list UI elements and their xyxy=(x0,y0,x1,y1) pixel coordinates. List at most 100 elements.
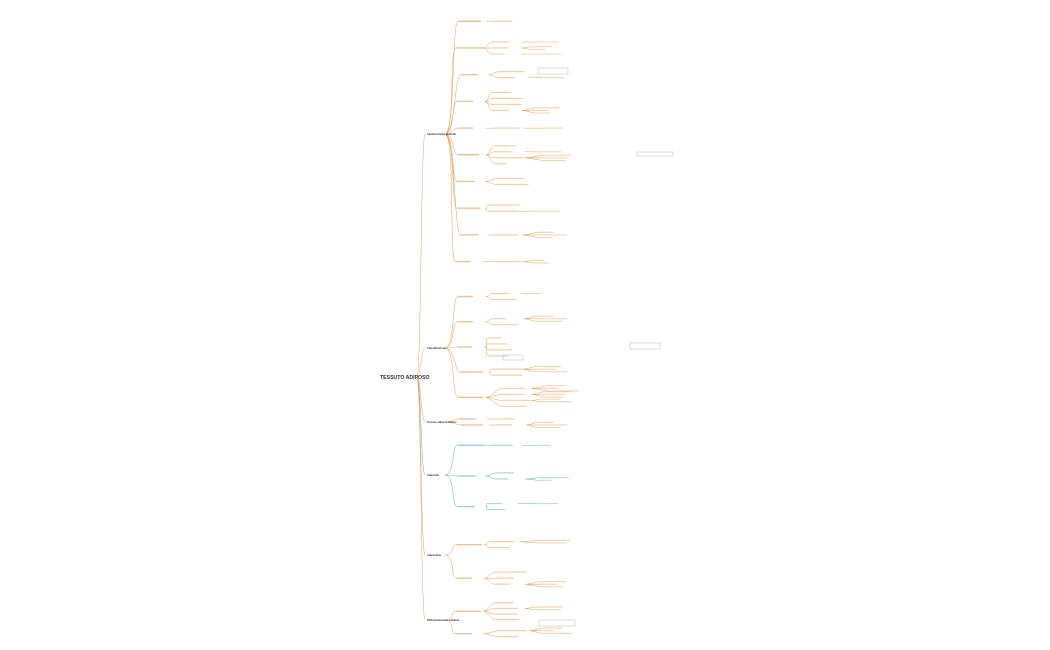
sub-node[interactable] xyxy=(536,366,562,368)
sub-node[interactable] xyxy=(457,321,474,323)
sub-node[interactable] xyxy=(540,398,561,400)
sub-node[interactable] xyxy=(489,547,511,549)
sub-node[interactable] xyxy=(547,387,559,389)
sub-node[interactable] xyxy=(457,295,473,298)
sub-node[interactable] xyxy=(493,318,506,320)
sub-node[interactable] xyxy=(487,508,506,511)
sub-node[interactable] xyxy=(457,396,484,398)
sub-node[interactable] xyxy=(493,260,522,263)
sub-node[interactable] xyxy=(495,577,515,579)
branch-differenziamento-cellulare[interactable]: Differenziamento cellulare xyxy=(427,618,460,622)
sub-node[interactable] xyxy=(492,234,519,236)
sub-node[interactable] xyxy=(488,355,508,357)
sub-node[interactable] xyxy=(536,503,558,505)
sub-node[interactable] xyxy=(535,107,560,109)
sub-node[interactable] xyxy=(499,630,527,632)
sub-node[interactable] xyxy=(543,159,567,161)
sub-node[interactable] xyxy=(457,20,481,22)
sub-node[interactable] xyxy=(540,401,573,403)
sub-node[interactable] xyxy=(496,418,516,420)
sub-node[interactable] xyxy=(460,73,478,76)
sub-node[interactable] xyxy=(457,180,475,183)
sub-node[interactable] xyxy=(494,618,520,621)
sub-node[interactable] xyxy=(539,542,567,544)
sub-node[interactable] xyxy=(531,293,542,295)
branch-tessuto-adiposo-bianco[interactable]: Tessuto adiposo bianco xyxy=(427,420,457,424)
sub-node[interactable] xyxy=(460,424,483,426)
sub-node[interactable] xyxy=(533,262,550,264)
sub-node[interactable] xyxy=(501,393,525,395)
sub-node[interactable] xyxy=(501,387,525,389)
sub-node[interactable] xyxy=(492,374,522,376)
sub-node[interactable] xyxy=(455,47,484,49)
sub-node[interactable] xyxy=(491,41,510,43)
sub-node[interactable] xyxy=(537,424,568,426)
sub-node[interactable] xyxy=(457,127,474,129)
branch-adipochine[interactable]: Adipochine xyxy=(427,553,442,557)
sub-node[interactable] xyxy=(457,346,473,348)
sub-node[interactable] xyxy=(539,539,571,541)
sub-node[interactable] xyxy=(498,77,515,79)
sub-node[interactable] xyxy=(460,234,479,236)
sub-node[interactable] xyxy=(537,421,555,423)
sub-node[interactable] xyxy=(488,337,502,339)
sub-node[interactable] xyxy=(540,586,564,588)
sub-node[interactable] xyxy=(536,368,557,370)
sub-node[interactable] xyxy=(534,151,562,153)
sub-node[interactable] xyxy=(494,145,516,147)
sub-node[interactable] xyxy=(540,583,557,585)
sub-node[interactable] xyxy=(460,371,483,373)
sub-node[interactable] xyxy=(488,210,518,212)
sub-node[interactable] xyxy=(497,177,525,180)
sub-node[interactable] xyxy=(537,315,555,317)
sub-node[interactable] xyxy=(543,157,568,159)
sub-node[interactable] xyxy=(535,112,551,114)
sub-node[interactable] xyxy=(537,427,561,429)
sub-node[interactable] xyxy=(491,47,509,49)
sub-node[interactable] xyxy=(494,607,519,609)
sub-node[interactable] xyxy=(534,606,563,608)
sub-node[interactable] xyxy=(539,479,552,481)
sub-node[interactable] xyxy=(457,505,476,508)
sub-node[interactable] xyxy=(492,91,512,93)
sub-node[interactable] xyxy=(491,53,505,55)
sub-node[interactable] xyxy=(493,127,520,129)
sub-node[interactable] xyxy=(455,632,472,635)
sub-node[interactable] xyxy=(489,541,515,543)
sub-node[interactable] xyxy=(538,236,553,239)
sub-node[interactable] xyxy=(542,627,563,629)
sub-node[interactable] xyxy=(497,183,529,186)
sub-node[interactable] xyxy=(494,602,514,604)
sub-node[interactable] xyxy=(531,46,553,48)
sub-node[interactable] xyxy=(536,371,568,373)
sub-node[interactable] xyxy=(492,103,522,105)
branch-classificazione[interactable]: Classificazione xyxy=(427,346,446,350)
sub-node[interactable] xyxy=(494,151,512,153)
sub-node[interactable] xyxy=(495,571,527,573)
sub-node[interactable] xyxy=(455,260,471,263)
sub-node[interactable] xyxy=(455,610,482,612)
sub-node[interactable] xyxy=(538,234,567,236)
sub-node[interactable] xyxy=(498,71,525,73)
sub-node[interactable] xyxy=(531,48,546,50)
sub-node[interactable] xyxy=(491,20,513,22)
sub-node[interactable] xyxy=(538,231,554,233)
sub-node[interactable] xyxy=(535,109,549,111)
sub-node[interactable] xyxy=(540,581,567,583)
sub-node[interactable] xyxy=(496,424,513,426)
sub-node[interactable] xyxy=(537,444,551,446)
sub-node[interactable] xyxy=(493,324,519,326)
sub-node[interactable] xyxy=(488,349,513,351)
sub-node[interactable] xyxy=(542,77,565,79)
sub-node[interactable] xyxy=(492,109,509,111)
sub-node[interactable] xyxy=(532,210,560,212)
sub-node[interactable] xyxy=(494,163,508,165)
sub-node[interactable] xyxy=(533,259,545,261)
sub-node[interactable] xyxy=(487,502,503,505)
sub-node[interactable] xyxy=(537,318,568,320)
sub-node[interactable] xyxy=(491,298,516,301)
sub-node[interactable] xyxy=(488,204,521,206)
sub-node[interactable] xyxy=(534,609,561,611)
sub-node[interactable] xyxy=(492,97,523,99)
sub-node[interactable] xyxy=(542,630,555,632)
